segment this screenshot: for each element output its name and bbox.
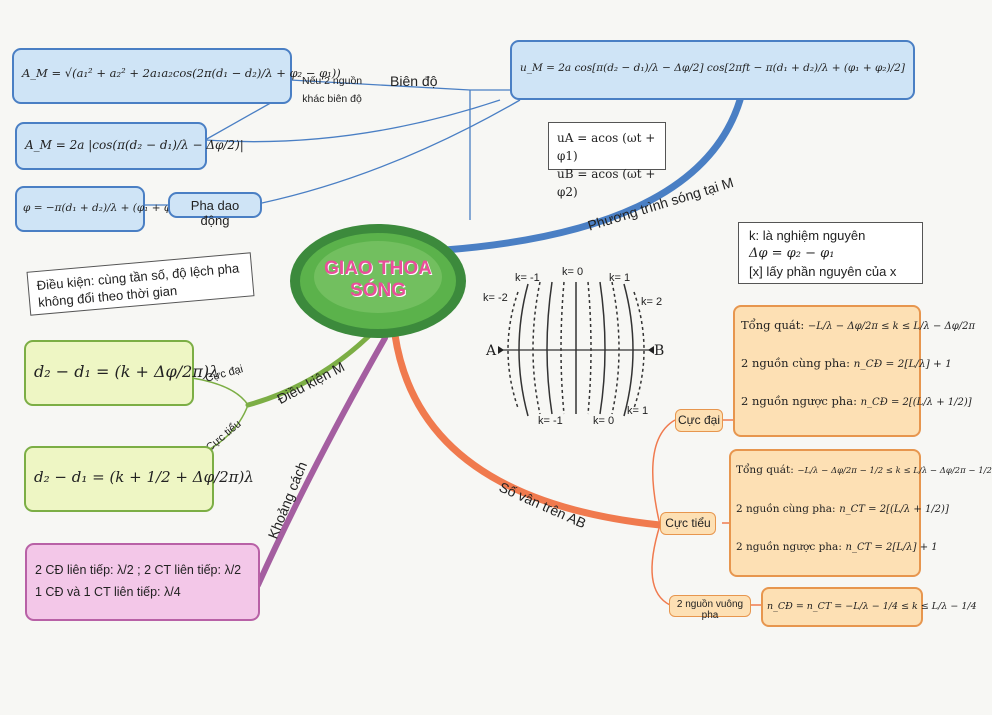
ct-nguoc-label: 2 nguồn ngược pha: bbox=[736, 541, 842, 553]
quadrature-formula: n_CĐ = n_CT = −L/λ − 1/4 ≤ k ≤ L/λ − 1/4 bbox=[767, 601, 977, 612]
minima-count-box: Tổng quát: −L/λ − Δφ/2π − 1/2 ≤ k ≤ L/λ … bbox=[729, 449, 992, 577]
distance-line2: 1 CĐ và 1 CT liên tiếp: λ/4 bbox=[35, 585, 181, 599]
center-title-line1: GIAO THOA bbox=[324, 258, 432, 279]
cd-nguoc-label: 2 nguồn ngược pha: bbox=[741, 394, 857, 408]
max-condition-formula: d₂ − d₁ = (k + Δφ/2π)λ bbox=[34, 362, 220, 381]
legend-box: k: là nghiệm nguyên Δφ = φ₂ − φ₁ [x] lấy… bbox=[738, 222, 923, 284]
ct-nguoc-formula: n_CT = 2[L/λ] + 1 bbox=[845, 542, 938, 553]
cuc-dai-right-label: Cực đại bbox=[675, 409, 723, 432]
note-line1: Nếu 2 nguồn bbox=[302, 75, 363, 87]
k-minus1-bottom-label: k= -1 bbox=[538, 415, 563, 427]
amplitude-equal-box: A_M = 2a |cos(π(d₂ − d₁)/λ − Δφ/2)| bbox=[15, 122, 244, 170]
cd-general-row: Tổng quát: −L/λ − Δφ/2π ≤ k ≤ L/λ − Δφ/2… bbox=[741, 315, 975, 337]
k-1-bottom-label: k= 1 bbox=[627, 405, 649, 417]
cuc-tieu-right-label: Cực tiểu bbox=[660, 512, 716, 535]
ct-cung-row: 2 nguồn cùng pha: n_CT = 2[(L/λ + 1/2)] bbox=[736, 498, 949, 520]
phase-formula: φ = −π(d₁ + d₂)/λ + (φ₁ + φ₂)/2 bbox=[23, 202, 190, 214]
cd-general-formula: −L/λ − Δφ/2π ≤ k ≤ L/λ − Δφ/2π bbox=[807, 321, 976, 332]
min-condition-formula: d₂ − d₁ = (k + 1/2 + Δφ/2π)λ bbox=[34, 468, 254, 486]
interference-diagram bbox=[498, 281, 654, 417]
cd-cung-label: 2 nguồn cùng pha: bbox=[741, 356, 851, 370]
legend-line2: Δφ = φ₂ − φ₁ bbox=[749, 246, 835, 261]
wave-equation-box: u_M = 2a cos[π(d₂ − d₁)/λ − Δφ/2] cos[2π… bbox=[510, 40, 915, 100]
k-1-top-label: k= 1 bbox=[609, 272, 631, 284]
amplitude-general-box: A_M = √(a₁² + a₂² + 2a₁a₂cos(2π(d₁ − d₂)… bbox=[12, 48, 341, 104]
ct-cung-formula: n_CT = 2[(L/λ + 1/2)] bbox=[839, 504, 949, 515]
center-title-line2: SÓNG bbox=[350, 280, 406, 301]
wave-equation-formula: u_M = 2a cos[π(d₂ − d₁)/λ − Δφ/2] cos[2π… bbox=[520, 62, 905, 74]
ct-general-row: Tổng quát: −L/λ − Δφ/2π − 1/2 ≤ k ≤ L/λ … bbox=[736, 459, 992, 482]
center-title: GIAO THOA SÓNG bbox=[300, 258, 456, 302]
ct-cung-label: 2 nguồn cùng pha: bbox=[736, 503, 836, 515]
amplitude-equal-formula: A_M = 2a |cos(π(d₂ − d₁)/λ − Δφ/2)| bbox=[25, 138, 244, 152]
point-a-label: A bbox=[486, 343, 497, 359]
ct-general-label: Tổng quát: bbox=[736, 464, 794, 476]
amplitude-general-formula: A_M = √(a₁² + a₂² + 2a₁a₂cos(2π(d₁ − d₂)… bbox=[22, 66, 341, 80]
k-0-bottom-label: k= 0 bbox=[593, 415, 615, 427]
distance-line1: 2 CĐ liên tiếp: λ/2 ; 2 CT liên tiếp: λ/… bbox=[35, 563, 242, 577]
source-equations-box: uA = acos (ωt + φ1) uB = acos (ωt + φ2) bbox=[548, 122, 666, 199]
pha-dao-dong-label: Pha dao động bbox=[190, 198, 240, 228]
phase-box: φ = −π(d₁ + d₂)/λ + (φ₁ + φ₂)/2 bbox=[15, 186, 190, 232]
center-node bbox=[290, 224, 466, 338]
maxima-count-box: Tổng quát: −L/λ − Δφ/2π ≤ k ≤ L/λ − Δφ/2… bbox=[733, 305, 975, 437]
point-b-label: B bbox=[654, 343, 665, 359]
cd-nguoc-formula: n_CĐ = 2[(L/λ + 1/2)] bbox=[860, 397, 972, 408]
cd-nguoc-row: 2 nguồn ngược pha: n_CĐ = 2[(L/λ + 1/2)] bbox=[741, 391, 972, 413]
vuong-pha-label: 2 nguồn vuông pha bbox=[669, 595, 751, 621]
k-minus1-top-label: k= -1 bbox=[515, 272, 540, 284]
note-different-amplitude: Nếu 2 nguồn khác biên độ bbox=[302, 72, 362, 108]
k-0-top-label: k= 0 bbox=[562, 266, 584, 278]
ct-nguoc-row: 2 nguồn ngược pha: n_CT = 2[L/λ] + 1 bbox=[736, 536, 938, 558]
k-minus2-label: k= -2 bbox=[483, 292, 508, 304]
connector-lines bbox=[145, 79, 762, 606]
max-condition-box: d₂ − d₁ = (k + Δφ/2π)λ bbox=[24, 340, 219, 406]
cd-general-label: Tổng quát: bbox=[741, 318, 805, 332]
bien-do-label: Biên độ bbox=[390, 73, 438, 89]
distance-box: 2 CĐ liên tiếp: λ/2 ; 2 CT liên tiếp: λ/… bbox=[25, 543, 260, 621]
min-condition-box: d₂ − d₁ = (k + 1/2 + Δφ/2π)λ bbox=[24, 446, 254, 512]
pha-dao-dong-box: Pha dao động bbox=[168, 192, 262, 228]
ub-equation: uB = acos (ωt + φ2) bbox=[557, 167, 656, 199]
cd-cung-row: 2 nguồn cùng pha: n_CĐ = 2[L/λ] + 1 bbox=[741, 353, 952, 375]
vuong-pha-text: 2 nguồn vuông pha bbox=[676, 599, 744, 621]
ct-general-formula: −L/λ − Δφ/2π − 1/2 ≤ k ≤ L/λ − Δφ/2π − 1… bbox=[797, 466, 992, 476]
k-2-label: k= 2 bbox=[641, 296, 663, 308]
legend-line1: k: là nghiệm nguyên bbox=[749, 228, 866, 243]
cd-cung-formula: n_CĐ = 2[L/λ] + 1 bbox=[853, 358, 952, 370]
cuc-dai-right-text: Cực đại bbox=[677, 413, 721, 427]
note-line2: khác biên độ bbox=[302, 93, 362, 105]
quadrature-box: n_CĐ = n_CT = −L/λ − 1/4 ≤ k ≤ L/λ − 1/4 bbox=[761, 587, 977, 627]
cuc-tieu-right-text: Cực tiểu bbox=[665, 516, 711, 530]
legend-line3: [x] lấy phần nguyên của x bbox=[749, 264, 897, 279]
ua-equation: uA = acos (ωt + φ1) bbox=[557, 131, 656, 163]
